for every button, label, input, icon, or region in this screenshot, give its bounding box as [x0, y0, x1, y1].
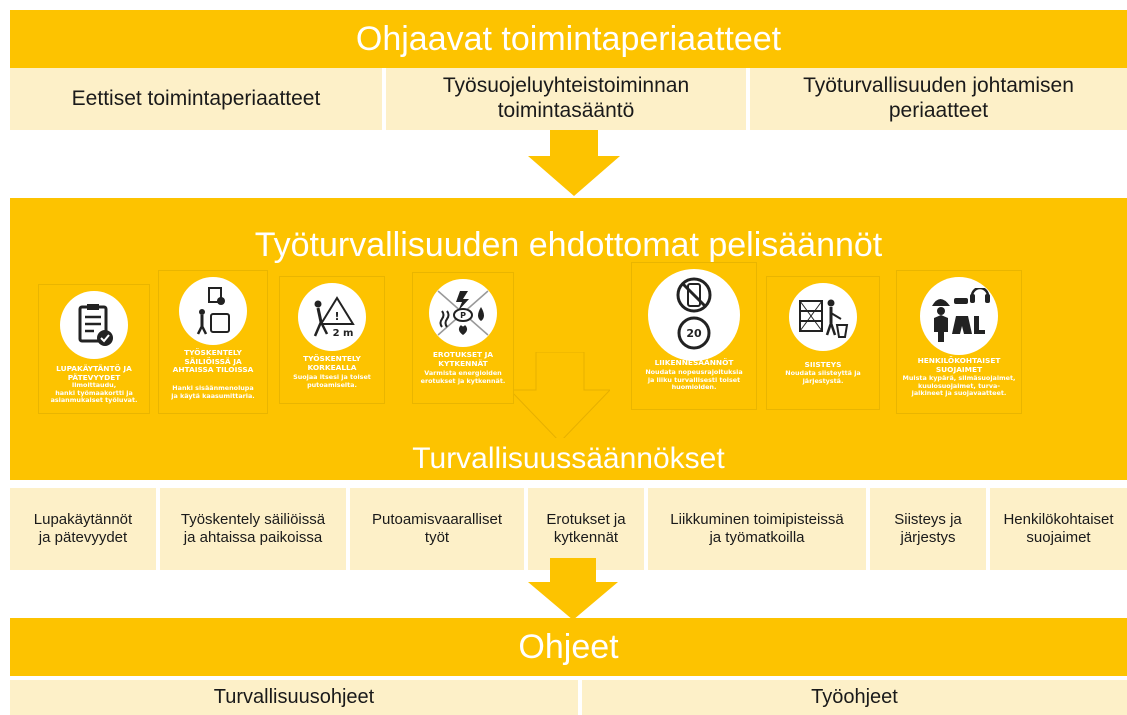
svg-text:!: ! [334, 310, 339, 323]
section-title: Turvallisuussäännökset [412, 442, 725, 475]
energy-isolation-icon: P [429, 279, 497, 347]
rule-card-title: EROTUKSET JA KYTKENNÄT [432, 350, 494, 368]
regulation-item: Henkilökohtaiset suojaimet [1003, 511, 1114, 546]
divider [524, 488, 528, 570]
regulation-item: Putoamisvaaralliset työt [371, 511, 503, 546]
section-title: Ohjeet [518, 627, 619, 666]
confined-space-icon [179, 277, 247, 345]
down-arrow-icon [510, 352, 610, 442]
rule-card-description: Varmista energioiden erotukset ja kytken… [420, 369, 506, 385]
rule-card-description: Noudata siisteyttä ja järjestystä. [785, 369, 861, 385]
rule-card-working-at-height: ! 2 m TYÖSKENTELY KORKEALLA Suojaa itses… [279, 276, 385, 404]
section-safety-regulations-header: Turvallisuussäännökset [10, 438, 1127, 480]
rule-card-description: Ilmoittaudu, hanki työmaakortti ja asian… [50, 381, 138, 405]
safety-regulations-row: Lupakäytännöt ja pätevyydet Työskentely … [10, 488, 1127, 570]
rule-card-description: Hanki sisäänmenolupa ja käytä kaasumitta… [171, 384, 255, 400]
rule-card-description: Noudata nopeusrajoituksia ja liiku turva… [645, 368, 743, 392]
divider [156, 488, 160, 570]
divider [866, 488, 870, 570]
tidiness-icon [789, 283, 857, 351]
divider [746, 68, 750, 130]
regulation-item: Erotukset ja kytkennät [546, 511, 626, 546]
svg-text:2 m: 2 m [333, 328, 354, 339]
divider [382, 68, 386, 130]
rule-card-title: TYÖSKENTELY SÄILIÖISSÄ JA AHTAISSA TILOI… [172, 348, 254, 375]
rule-card-isolations: P EROTUKSET JA KYTKENNÄT Varmista energi… [412, 272, 514, 404]
regulation-item: Liikkuminen toimipisteissä ja työmatkoil… [670, 511, 844, 546]
down-arrow-icon [528, 558, 618, 620]
guiding-principles-row: Eettiset toimintaperiaatteet Työsuojeluy… [10, 68, 1127, 130]
principle-item: Työsuojeluyhteistoiminnan toimintasääntö [442, 74, 690, 122]
rule-card-description: Muista kypärä, silmäsuojaimet, kuulosuoj… [902, 374, 1016, 398]
divider [644, 488, 648, 570]
traffic-rules-icon: 20 [648, 269, 740, 361]
fall-protection-icon: ! 2 m [298, 283, 366, 351]
section-guiding-principles-header: Ohjaavat toimintaperiaatteet [10, 10, 1127, 68]
regulation-item: Siisteys ja järjestys [894, 511, 962, 546]
divider [346, 488, 350, 570]
section-title: Ohjaavat toimintaperiaatteet [355, 19, 782, 58]
rule-card-ppe: HENKILÖKOHTAISET SUOJAIMET Muista kypärä… [896, 270, 1022, 414]
rule-card-title: LIIKENNESÄÄNNÖT [654, 358, 734, 367]
instructions-row: Turvallisuusohjeet Työohjeet [10, 680, 1127, 715]
clipboard-checklist-icon [60, 291, 128, 359]
section-title: Työturvallisuuden ehdottomat pelisäännöt [254, 226, 883, 264]
ppe-icon [920, 277, 998, 355]
speed-sign-value: 20 [686, 327, 702, 340]
section-instructions-header: Ohjeet [10, 618, 1127, 676]
regulation-item: Työskentely säiliöissä ja ahtaissa paiko… [180, 511, 326, 546]
rule-card-permits: LUPAKÄYTÄNTÖ JA PÄTEVYYDET Ilmoittaudu, … [38, 284, 150, 414]
rule-card-tidiness: SIISTEYS Noudata siisteyttä ja järjestys… [766, 276, 880, 410]
rule-card-title: SIISTEYS [804, 360, 842, 369]
divider [986, 488, 990, 570]
instruction-item: Turvallisuusohjeet [213, 685, 375, 708]
rule-card-confined-spaces: TYÖSKENTELY SÄILIÖISSÄ JA AHTAISSA TILOI… [158, 270, 268, 414]
down-arrow-icon [528, 130, 620, 196]
svg-text:P: P [460, 311, 466, 320]
rule-card-traffic: 20 LIIKENNESÄÄNNÖT Noudata nopeusrajoitu… [631, 262, 757, 410]
rule-card-title: LUPAKÄYTÄNTÖ JA PÄTEVYYDET [56, 364, 132, 382]
rule-card-title: HENKILÖKOHTAISET SUOJAIMET [917, 356, 1001, 374]
instruction-item: Työohjeet [811, 685, 898, 708]
rule-card-description: Suojaa itsesi ja toiset putoamiselta. [293, 373, 371, 389]
divider [578, 680, 582, 715]
regulation-item: Lupakäytännöt ja pätevyydet [33, 511, 133, 546]
principle-item: Työturvallisuuden johtamisen periaatteet [803, 74, 1074, 122]
principle-item: Eettiset toimintaperiaatteet [71, 86, 321, 110]
rule-card-title: TYÖSKENTELY KORKEALLA [303, 354, 361, 372]
